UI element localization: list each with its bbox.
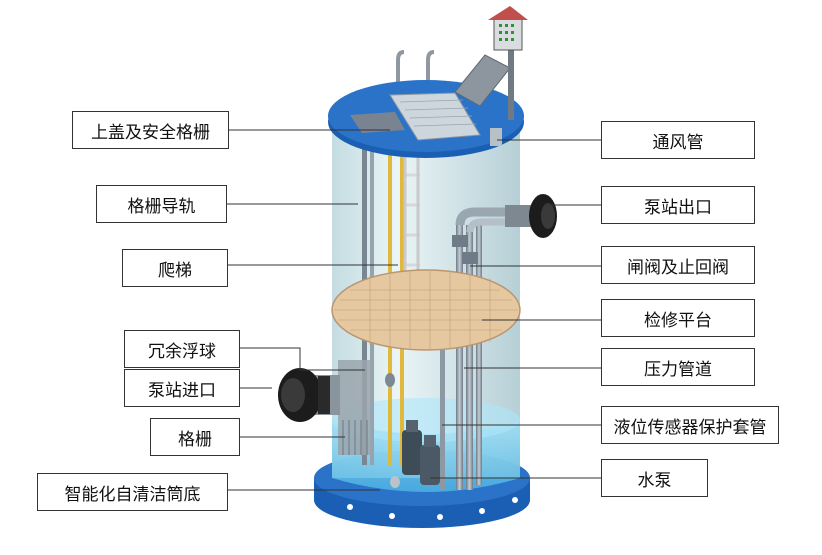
label-grille-rail: 格栅导轨 <box>96 185 227 223</box>
service-platform <box>331 269 521 351</box>
leader-lines <box>227 129 601 491</box>
label-float-ball: 冗余浮球 <box>124 330 240 368</box>
label-pump: 水泵 <box>601 459 708 497</box>
label-vent: 通风管 <box>601 121 755 159</box>
label-cover: 上盖及安全格栅 <box>72 111 229 149</box>
inlet-nozzle <box>278 368 340 422</box>
label-valves: 闸阀及止回阀 <box>601 246 755 284</box>
control-box <box>488 6 528 120</box>
label-bottom: 智能化自清洁筒底 <box>37 473 228 511</box>
top-lid <box>328 54 524 158</box>
pumps <box>402 420 440 485</box>
label-outlet: 泵站出口 <box>601 186 755 224</box>
grille-box <box>338 360 400 488</box>
label-pressure-pipe: 压力管道 <box>601 348 755 386</box>
label-platform: 检修平台 <box>601 299 755 337</box>
label-ladder: 爬梯 <box>122 249 228 287</box>
label-grille: 格栅 <box>150 418 240 456</box>
label-sensor-sleeve: 液位传感器保护套管 <box>601 406 779 444</box>
label-inlet: 泵站进口 <box>124 369 240 407</box>
